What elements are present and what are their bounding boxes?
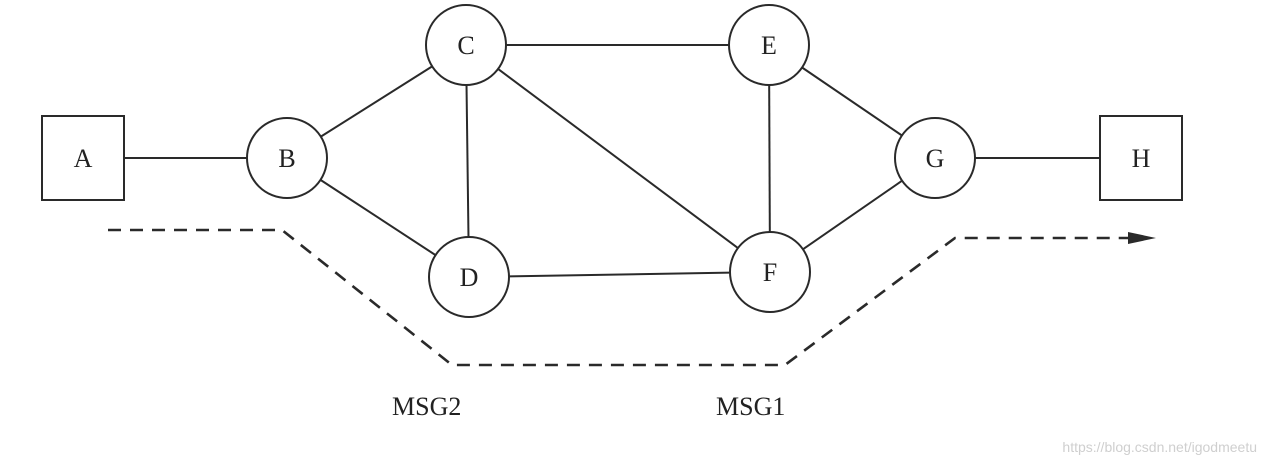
node-c-label: C [457, 31, 474, 60]
edges-layer [124, 44, 1100, 278]
node-h: H [1099, 115, 1183, 201]
edge-b-d [319, 179, 437, 256]
edge-b-c [320, 65, 433, 138]
edge-c-f [497, 68, 739, 249]
message-route-dashed-line [108, 228, 1128, 367]
node-c-circle [425, 4, 507, 86]
node-d-label: D [460, 263, 479, 292]
node-e-label: E [761, 31, 777, 60]
edge-d-f [508, 271, 731, 278]
msg2-label: MSG2 [392, 392, 461, 421]
node-f-circle [729, 231, 811, 313]
node-g: G [894, 117, 976, 199]
node-c: C [425, 4, 507, 86]
node-a: A [41, 115, 125, 201]
edge-f-g [802, 179, 903, 251]
nodes-layer: A B C D E F G H [41, 4, 1183, 318]
node-d: D [428, 236, 510, 318]
watermark-text: https://blog.csdn.net/igodmeetu [1062, 439, 1257, 455]
node-b: B [246, 117, 328, 199]
message-route-arrow-icon [1128, 232, 1156, 244]
edge-e-g [801, 66, 903, 137]
edge-e-f [768, 84, 771, 233]
node-f-label: F [763, 258, 777, 287]
node-g-label: G [926, 144, 945, 173]
msg1-label: MSG1 [716, 392, 785, 421]
node-b-label: B [278, 144, 295, 173]
node-d-circle [428, 236, 510, 318]
node-f: F [729, 231, 811, 313]
node-e: E [728, 4, 810, 86]
node-h-label: H [1132, 144, 1151, 173]
node-a-label: A [74, 144, 93, 173]
node-g-circle [894, 117, 976, 199]
edge-c-d [465, 84, 470, 238]
node-e-circle [728, 4, 810, 86]
node-h-box [1099, 115, 1183, 201]
node-a-box [41, 115, 125, 201]
node-b-circle [246, 117, 328, 199]
